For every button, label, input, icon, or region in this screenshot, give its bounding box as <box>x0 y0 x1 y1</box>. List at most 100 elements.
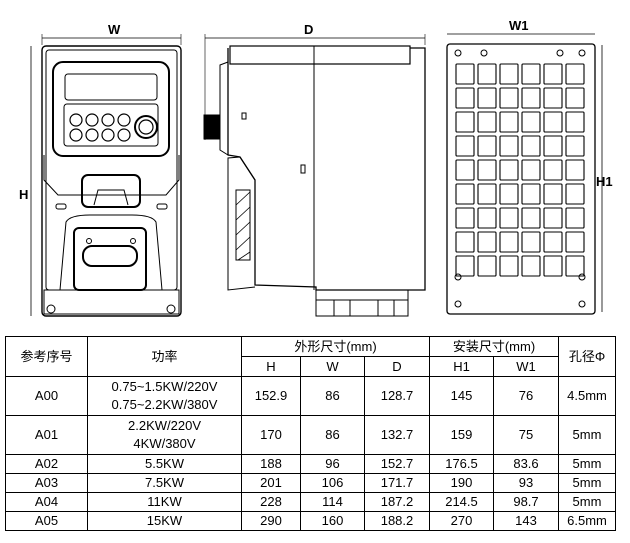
cell-h: 170 <box>241 415 301 455</box>
cell-ref: A02 <box>5 454 88 474</box>
cell-w1: 143 <box>493 511 559 531</box>
vent-cell <box>521 231 541 253</box>
vent-cell <box>499 135 519 157</box>
vent-cell <box>521 207 541 229</box>
cell-hole: 5mm <box>558 473 616 493</box>
vent-cell <box>521 63 541 85</box>
header-hole: 孔径Φ <box>558 336 616 377</box>
cell-h1: 145 <box>429 376 494 416</box>
mount-width-label: W1 <box>509 18 529 33</box>
cell-h1: 270 <box>429 511 494 531</box>
vent-cell <box>455 183 475 205</box>
vent-cell <box>565 183 585 205</box>
header-outer-dimensions: 外形尺寸(mm) <box>241 336 430 357</box>
cell-hole: 6.5mm <box>558 511 616 531</box>
power-line: 7.5KW <box>144 475 184 490</box>
power-line: 11KW <box>147 494 182 509</box>
side-view: D <box>203 22 426 317</box>
cell-hole: 5mm <box>558 492 616 512</box>
vent-cell <box>543 87 563 109</box>
cell-w1: 76 <box>493 376 559 416</box>
vent-cell <box>477 231 497 253</box>
vent-cell <box>499 87 519 109</box>
cell-w: 86 <box>300 376 365 416</box>
vent-cell <box>455 63 475 85</box>
cell-h: 228 <box>241 492 301 512</box>
cell-w1: 75 <box>493 415 559 455</box>
width-label: W <box>108 22 121 37</box>
vent-cell <box>477 255 497 277</box>
cell-h: 201 <box>241 473 301 493</box>
header-d: D <box>364 356 430 377</box>
cell-d: 128.7 <box>364 376 430 416</box>
vent-cell <box>521 159 541 181</box>
header-h1: H1 <box>429 356 494 377</box>
cell-power: 7.5KW <box>87 473 242 493</box>
cell-d: 152.7 <box>364 454 430 474</box>
vent-cell <box>499 255 519 277</box>
dimension-table: 参考序号 功率 外形尺寸(mm) 安装尺寸(mm) 孔径Φ H W D H1 W… <box>5 336 616 531</box>
vent-cell <box>565 87 585 109</box>
cell-w: 86 <box>300 415 365 455</box>
cell-w1: 98.7 <box>493 492 559 512</box>
vent-cell <box>565 159 585 181</box>
vent-cell <box>477 111 497 133</box>
power-line: 0.75~1.5KW/220V <box>111 379 218 394</box>
vent-cell <box>543 207 563 229</box>
cell-w1: 83.6 <box>493 454 559 474</box>
vent-cell <box>455 159 475 181</box>
vent-cell <box>499 207 519 229</box>
cell-power: 11KW <box>87 492 242 512</box>
cell-h: 152.9 <box>241 376 301 416</box>
cell-hole: 5mm <box>558 454 616 474</box>
vent-cell <box>543 159 563 181</box>
vent-cell <box>477 135 497 157</box>
cell-hole: 5mm <box>558 415 616 455</box>
cell-ref: A05 <box>5 511 88 531</box>
vent-cell <box>543 63 563 85</box>
power-line: 2.2KW/220V <box>128 418 201 433</box>
vent-cell <box>499 183 519 205</box>
vent-cell <box>499 231 519 253</box>
cell-d: 132.7 <box>364 415 430 455</box>
height-label: H <box>19 187 28 202</box>
cell-w: 106 <box>300 473 365 493</box>
vent-cell <box>543 111 563 133</box>
cell-ref: A04 <box>5 492 88 512</box>
cell-w: 160 <box>300 511 365 531</box>
vent-cell <box>499 63 519 85</box>
vent-cell <box>521 135 541 157</box>
power-line: 5.5KW <box>144 456 184 471</box>
vent-cell <box>477 87 497 109</box>
cell-w1: 93 <box>493 473 559 493</box>
cell-h1: 190 <box>429 473 494 493</box>
power-line: 0.75~2.2KW/380V <box>111 397 218 412</box>
vent-cell <box>477 207 497 229</box>
vent-cell <box>455 135 475 157</box>
vent-cell <box>565 231 585 253</box>
power-line: 15KW <box>146 513 183 528</box>
vent-cell <box>477 63 497 85</box>
cell-power: 15KW <box>87 511 242 531</box>
vent-cell <box>565 255 585 277</box>
header-w1: W1 <box>493 356 559 377</box>
cell-power: 0.75~1.5KW/220V 0.75~2.2KW/380V <box>87 376 242 416</box>
vent-cell <box>543 183 563 205</box>
cell-h: 188 <box>241 454 301 474</box>
cell-h1: 159 <box>429 415 494 455</box>
mount-height-label: H1 <box>596 174 613 189</box>
header-power: 功率 <box>87 336 242 377</box>
table-subheader-row: H W D H1 W1 <box>6 356 616 377</box>
header-mount-dimensions: 安装尺寸(mm) <box>429 336 559 357</box>
vent-cell <box>455 111 475 133</box>
vent-cell <box>455 231 475 253</box>
vent-cell <box>499 111 519 133</box>
cell-ref: A00 <box>5 376 88 416</box>
vent-cell <box>543 135 563 157</box>
table-header-row: 参考序号 功率 外形尺寸(mm) 安装尺寸(mm) 孔径Φ <box>5 336 616 377</box>
